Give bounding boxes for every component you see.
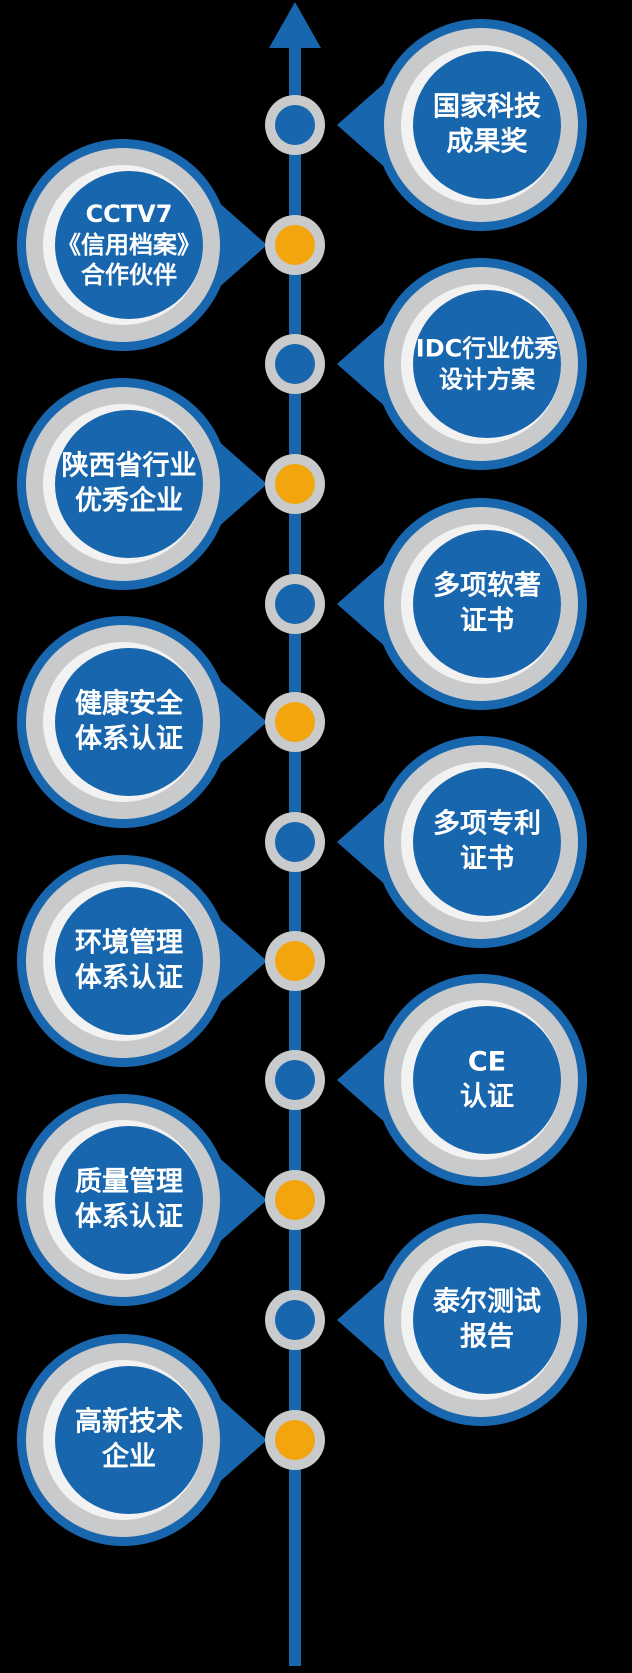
timeline-node-orange-4 — [263, 929, 327, 993]
balloon-software-copyrights: 多项软著 证书 — [335, 489, 590, 719]
timeline-node-blue-5 — [263, 1048, 327, 1112]
balloon-ce-cert: CE 认证 — [335, 965, 590, 1195]
balloon-patents: 多项专利 证书 — [335, 727, 590, 957]
timeline-node-orange-6 — [263, 1408, 327, 1472]
balloon-idc-design: IDC行业优秀 设计方案 — [335, 249, 590, 479]
balloon-quality-management-cert: 质量管理 体系认证 — [14, 1085, 269, 1315]
balloon-health-safety-cert: 健康安全 体系认证 — [14, 607, 269, 837]
milestone-label: 多项软著 证书 — [433, 570, 541, 636]
timeline-node-blue-4 — [263, 810, 327, 874]
balloon-high-tech-enterprise: 高新技术 企业 — [14, 1325, 269, 1555]
milestone-label: 环境管理 体系认证 — [75, 927, 183, 993]
milestone-label: IDC行业优秀 设计方案 — [415, 334, 559, 393]
balloon-taier-test-report: 泰尔测试 报告 — [335, 1205, 590, 1435]
timeline-node-blue-6 — [263, 1288, 327, 1352]
milestone-label: 泰尔测试 报告 — [433, 1286, 541, 1352]
milestone-label: 国家科技 成果奖 — [433, 91, 541, 157]
timeline-node-orange-3 — [263, 690, 327, 754]
timeline-node-orange-2 — [263, 452, 327, 516]
milestone-label: 健康安全 体系认证 — [75, 688, 183, 754]
timeline-node-orange-5 — [263, 1168, 327, 1232]
timeline-node-blue-3 — [263, 572, 327, 636]
balloon-shaanxi-enterprise: 陕西省行业 优秀企业 — [14, 369, 269, 599]
balloon-cctv7-partner: CCTV7 《信用档案》 合作伙伴 — [14, 130, 269, 360]
timeline-node-blue-2 — [263, 332, 327, 396]
timeline-node-orange-1 — [263, 213, 327, 277]
balloon-env-management-cert: 环境管理 体系认证 — [14, 846, 269, 1076]
milestone-label: 质量管理 体系认证 — [75, 1166, 183, 1232]
timeline-node-blue-1 — [263, 93, 327, 157]
milestone-label: 高新技术 企业 — [75, 1406, 183, 1472]
milestone-label: CCTV7 《信用档案》 合作伙伴 — [57, 199, 201, 290]
arrow-up-icon — [269, 2, 321, 48]
milestone-label: 陕西省行业 优秀企业 — [61, 450, 197, 516]
milestone-label: CE 认证 — [460, 1046, 514, 1112]
milestone-label: 多项专利 证书 — [433, 808, 541, 874]
balloon-national-sci-tech-award: 国家科技 成果奖 — [335, 10, 590, 240]
